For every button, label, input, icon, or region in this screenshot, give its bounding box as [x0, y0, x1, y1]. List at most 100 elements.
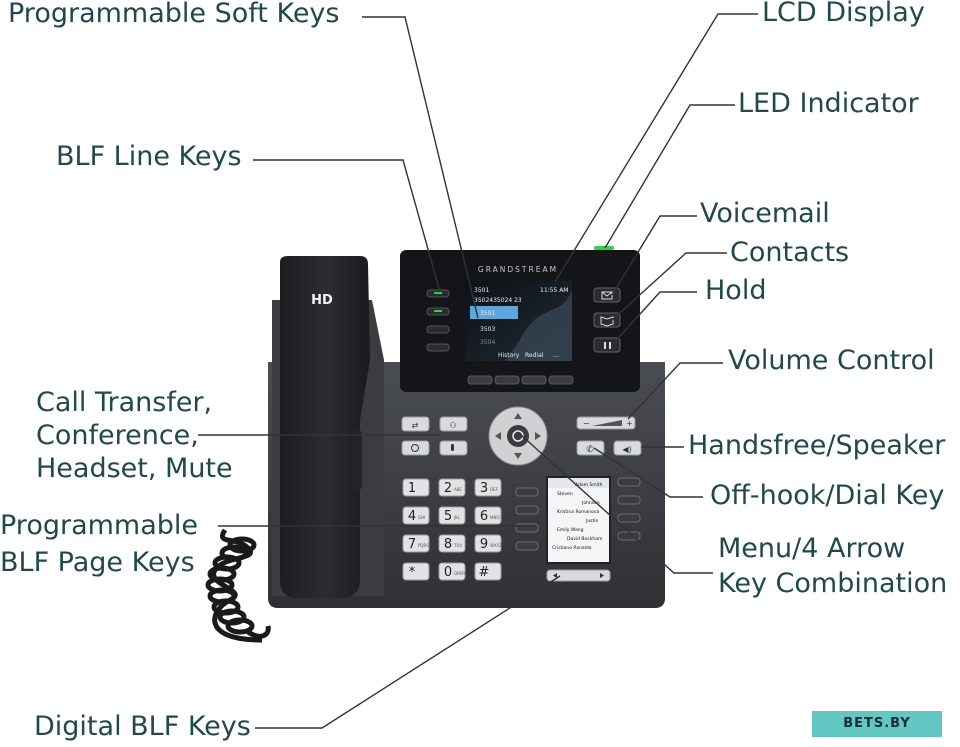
blf-contact-1: Steven: [557, 491, 573, 497]
label-blf-line-keys: BLF Line Keys: [56, 141, 242, 172]
blf-prev-icon: [553, 573, 557, 578]
contacts-button[interactable]: [593, 312, 621, 328]
keypad-key-6[interactable]: [474, 506, 502, 525]
book-icon: [600, 316, 614, 327]
blf-page-key-6[interactable]: [617, 495, 641, 505]
keypad-key-0[interactable]: [438, 562, 466, 581]
volume-up-icon: +: [626, 419, 633, 428]
conference-icon: ⚇: [449, 421, 456, 430]
blf-line-key-4[interactable]: [426, 343, 450, 352]
keypad-key-7[interactable]: [402, 534, 430, 553]
transfer-icon: ⇄: [412, 421, 419, 430]
keypad-digit: 4: [408, 509, 416, 524]
blf-contact-2: Johnson: [581, 500, 600, 506]
blf-contact-7: Cristiano Ronaldo: [552, 545, 592, 551]
blf-page-key-2[interactable]: [515, 505, 539, 515]
keypad-letters: OPER: [454, 571, 465, 576]
hold-button[interactable]: [593, 337, 621, 353]
brand-logo: GRANDSTREAM: [478, 265, 558, 274]
blf-page-key-3[interactable]: [515, 523, 539, 533]
label-menu-arrow: Menu/4 Arrow: [718, 533, 906, 564]
lcd-softkey-redial: Redial: [525, 352, 544, 359]
keypad-key-1[interactable]: [402, 478, 430, 497]
blf-page-key-5[interactable]: [617, 477, 641, 487]
keypad-key-8[interactable]: [438, 534, 466, 553]
arrow-right-icon: [535, 432, 541, 440]
keypad-key-2[interactable]: [438, 478, 466, 497]
lcd-softkey-more: ...: [553, 352, 559, 359]
offhook-button[interactable]: [576, 440, 605, 456]
blf-page-key-7[interactable]: [617, 513, 641, 523]
blf-contact-3: Kristina Romanova: [557, 509, 600, 515]
keypad-letters: PQRS: [418, 543, 429, 548]
soft-key-1[interactable]: [467, 375, 493, 385]
keypad-digit: 0: [444, 565, 452, 580]
headset-button[interactable]: [401, 440, 430, 456]
keypad-digit: 9: [480, 537, 488, 552]
navigation-cluster[interactable]: [488, 406, 548, 466]
handset[interactable]: [280, 256, 370, 598]
lcd-line-3: 3504: [480, 339, 495, 346]
label-contacts: Contacts: [730, 237, 850, 268]
blf-contact-6: David Beckham: [567, 536, 602, 542]
keypad-letters: MNO: [490, 515, 500, 520]
keypad-key-5[interactable]: [438, 506, 466, 525]
arrow-down-icon: [514, 453, 522, 459]
watermark-logo: BETS.BY: [812, 711, 942, 737]
conference-button[interactable]: [439, 416, 468, 432]
handset-hd-label: HD: [311, 293, 333, 308]
blf-page-key-1[interactable]: [515, 487, 539, 497]
leader-lines: [198, 13, 758, 729]
headset-icon: [411, 444, 419, 452]
label-voicemail: Voicemail: [700, 198, 830, 229]
arrow-up-icon: [514, 413, 522, 419]
keypad-digit: *: [409, 565, 416, 580]
phone-icon: ✆: [586, 445, 594, 455]
keypad-key-star[interactable]: [402, 562, 430, 581]
keypad-digit: 6: [480, 509, 488, 524]
label-digital-blf-keys: Digital BLF Keys: [34, 711, 251, 742]
keypad-letters: WXYZ: [490, 543, 502, 548]
arrow-left-icon: [495, 432, 501, 440]
keypad-key-9[interactable]: [474, 534, 502, 553]
blf-page-key-4[interactable]: [515, 541, 539, 551]
label-hold: Hold: [705, 275, 767, 306]
lcd-line-1: 3501: [480, 310, 495, 317]
label-programmable: Programmable: [0, 510, 199, 541]
speaker-button[interactable]: [613, 440, 642, 456]
speaker-icon: ◀): [622, 445, 631, 454]
lcd-account: 3501: [474, 287, 489, 294]
voicemail-button[interactable]: [593, 287, 621, 303]
keypad-key-3[interactable]: [474, 478, 502, 497]
keypad-digit: 3: [480, 481, 488, 496]
volume-down-icon: −: [583, 419, 590, 428]
blf-next-icon: [600, 573, 604, 578]
lcd-softkey-history: History: [498, 352, 520, 359]
blf-page-nav[interactable]: [546, 569, 611, 582]
keypad-key-4[interactable]: [402, 506, 430, 525]
keypad-digit: 1: [408, 481, 416, 496]
keypad-letters: ABC: [454, 487, 462, 492]
transfer-button[interactable]: [401, 416, 430, 432]
label-led-indicator: LED Indicator: [738, 88, 919, 119]
soft-key-2[interactable]: [494, 375, 520, 385]
label-offhook-dial-key: Off-hook/Dial Key: [710, 480, 945, 511]
digital-blf-screen: [546, 476, 611, 564]
keypad-digit: 7: [408, 537, 416, 552]
soft-key-3[interactable]: [521, 375, 547, 385]
soft-key-4[interactable]: [548, 375, 574, 385]
label-volume-control: Volume Control: [728, 345, 935, 376]
blf-contact-8: Adam Smith: [575, 482, 603, 488]
keypad-digit: 2: [444, 481, 452, 496]
lcd-time: 11:55 AM: [540, 287, 568, 294]
label-key-combination: Key Combination: [718, 568, 948, 599]
blf-line-key-3[interactable]: [426, 325, 450, 334]
keypad-key-hash[interactable]: [474, 562, 502, 581]
coiled-cord: [205, 528, 271, 643]
label-blf-page-keys: BLF Page Keys: [0, 547, 195, 578]
pause-icon: [604, 342, 611, 349]
envelope-icon: [601, 291, 613, 300]
